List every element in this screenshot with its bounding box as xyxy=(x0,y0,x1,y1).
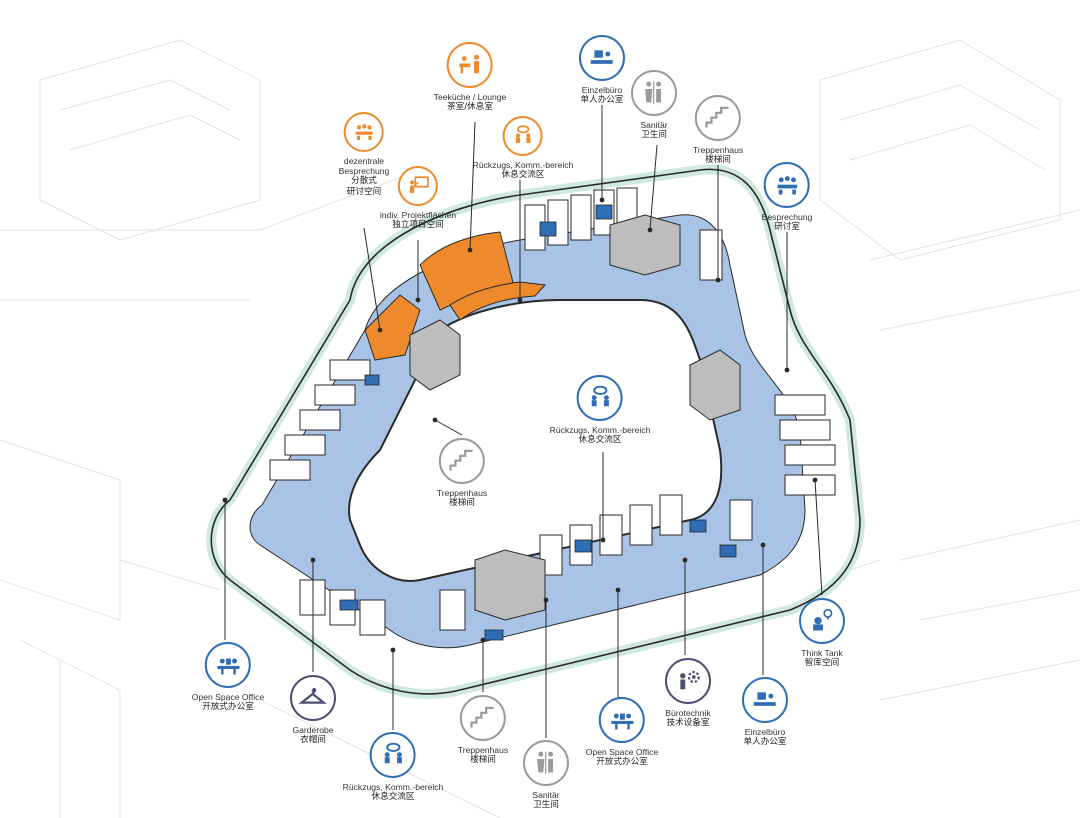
open-office-icon xyxy=(205,642,251,688)
callout-rueckzug-bottom: Rückzugs, Komm.-bereich 休息交流区 xyxy=(342,732,444,803)
label-de: Bürotechnik xyxy=(665,708,711,718)
callout-treppenhaus-bottom: Treppenhaus 楼梯间 xyxy=(458,695,508,766)
label-zh: 楼梯间 xyxy=(705,155,731,165)
callout-rueckzug-center: Rückzugs, Komm.-bereich 休息交流区 xyxy=(549,375,651,446)
callout-sanitaer-top: Sanitär 卫生间 xyxy=(631,70,677,141)
callout-treppenhaus-top: Treppenhaus 楼梯间 xyxy=(693,95,743,166)
label-zh: 分散式 研讨空间 xyxy=(346,176,382,197)
chat-icon xyxy=(370,732,416,778)
callout-besprechung-right: Besprechung 研讨室 xyxy=(761,162,813,233)
meeting-icon xyxy=(344,112,384,152)
callout-treppenhaus-center: Treppenhaus 楼梯间 xyxy=(437,438,487,509)
chat-icon xyxy=(577,375,623,421)
toilet-icon xyxy=(523,740,569,786)
single-office-icon xyxy=(579,35,625,81)
label-zh: 独立项目空间 xyxy=(392,220,444,230)
project-zone xyxy=(449,281,547,321)
callout-besprechung-dezentral: dezentrale Besprechung 分散式 研讨空间 xyxy=(338,112,390,198)
label-zh: 休息交流区 xyxy=(371,792,415,802)
label-zh: 休息交流区 xyxy=(578,435,622,445)
presentation-icon xyxy=(398,166,438,206)
label-de: Sanitär xyxy=(532,790,560,800)
callout-sanitaer-bottom: Sanitär 卫生间 xyxy=(523,740,569,811)
room-partitions xyxy=(269,187,836,636)
label-de: Think Tank xyxy=(801,648,843,658)
label-zh: 楼梯间 xyxy=(449,498,475,508)
label-de: Treppenhaus xyxy=(436,488,488,498)
stairs-icon xyxy=(459,695,506,741)
label-de: indiv. Projektflächen xyxy=(379,210,457,220)
label-de: Open Space Office xyxy=(585,747,659,757)
label-de-line1: dezentrale xyxy=(343,156,385,166)
callout-projektflaechen: indiv. Projektflächen 独立项目空间 xyxy=(380,166,456,231)
meeting-icon xyxy=(764,162,810,208)
lounge-icon xyxy=(446,42,493,88)
callout-garderobe: Garderobe 衣帽间 xyxy=(290,675,336,746)
label-de: Garderobe xyxy=(292,725,334,735)
label-de-line2: Besprechung xyxy=(338,166,390,176)
label-zh: 卫生间 xyxy=(533,800,559,810)
label-zh: 单人办公室 xyxy=(580,95,624,105)
single-office-icon xyxy=(742,677,788,723)
label-zh: 智库空间 xyxy=(804,658,840,668)
callout-open-space-bottom: Open Space Office 开放式办公室 xyxy=(586,697,658,768)
callout-einzelbuero-top: Einzelbüro 单人办公室 xyxy=(579,35,625,106)
label-zh: 开放式办公室 xyxy=(596,757,648,767)
callout-buerotechnik: Bürotechnik 技术设备室 xyxy=(665,658,711,729)
callout-think-tank: Think Tank 智库空间 xyxy=(799,598,845,669)
label-zh: 休息交流区 xyxy=(501,170,545,180)
chat-icon xyxy=(503,116,543,156)
label-de: Rückzugs, Komm.-bereich xyxy=(472,160,574,170)
open-office-icon xyxy=(599,697,645,743)
callout-teekueche: Teeküche / Lounge 茶室/休息室 xyxy=(433,42,507,113)
label-de: Einzelbüro xyxy=(581,85,623,95)
label-zh: 单人办公室 xyxy=(743,737,787,747)
callout-open-space-left: Open Space Office 开放式办公室 xyxy=(192,642,264,713)
hanger-icon xyxy=(290,675,336,721)
building-outer-edge xyxy=(210,168,861,695)
label-de: Treppenhaus xyxy=(692,145,744,155)
gear-person-icon xyxy=(665,658,711,704)
label-zh: 楼梯间 xyxy=(470,755,496,765)
label-zh: 茶室/休息室 xyxy=(447,102,493,112)
callout-rueckzug-top: Rückzugs, Komm.-bereich 休息交流区 xyxy=(472,116,574,181)
label-de: Rückzugs, Komm.-bereich xyxy=(549,425,651,435)
label-de: Einzelbüro xyxy=(744,727,786,737)
stairs-icon xyxy=(694,95,741,141)
think-icon xyxy=(799,598,845,644)
meeting-zone-decentral xyxy=(364,294,421,361)
callout-einzelbuero-bottom: Einzelbüro 单人办公室 xyxy=(742,677,788,748)
label-de: Treppenhaus xyxy=(457,745,509,755)
label-zh: 研讨室 xyxy=(774,222,800,232)
label-zh: 开放式办公室 xyxy=(202,702,254,712)
label-de: Sanitär xyxy=(640,120,668,130)
label-zh: 技术设备室 xyxy=(666,718,710,728)
label-de: Besprechung xyxy=(761,212,813,222)
stairs-icon xyxy=(438,438,485,484)
service-cores xyxy=(409,214,741,621)
leader-dots xyxy=(222,197,818,653)
label-zh: 卫生间 xyxy=(641,130,667,140)
leader-lines xyxy=(224,105,823,738)
label-de: Teeküche / Lounge xyxy=(433,92,507,102)
label-zh: 衣帽间 xyxy=(300,735,326,745)
label-de: Rückzugs, Komm.-bereich xyxy=(342,782,444,792)
label-de: Open Space Office xyxy=(191,692,265,702)
office-fills xyxy=(339,204,737,641)
toilet-icon xyxy=(631,70,677,116)
